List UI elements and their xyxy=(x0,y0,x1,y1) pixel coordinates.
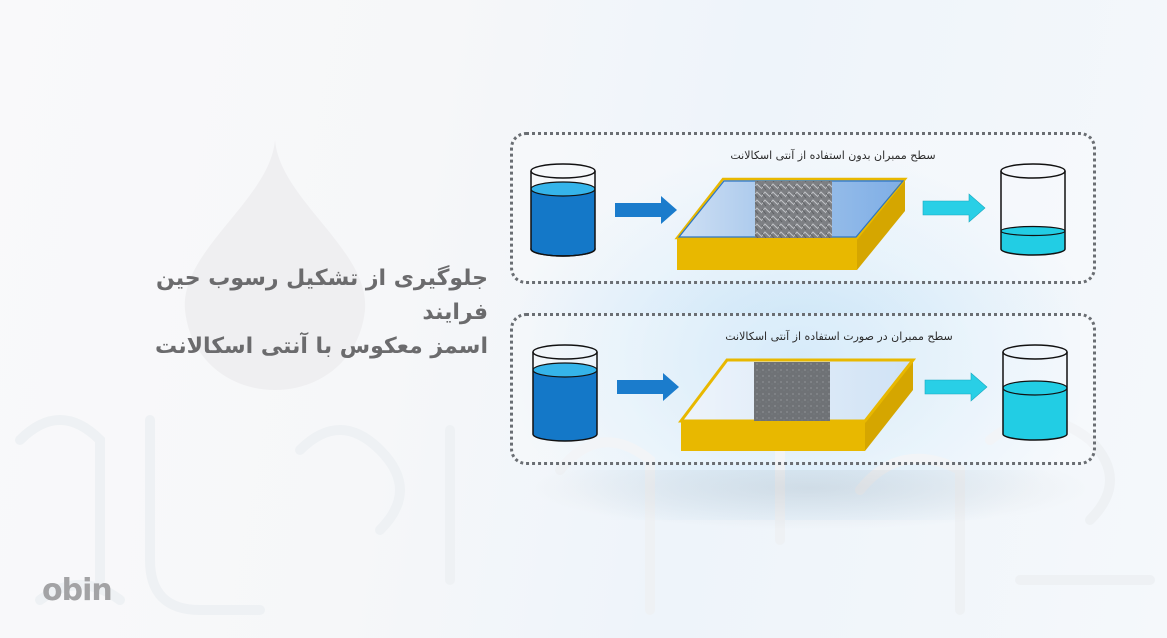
panel-caption: سطح ممبران بدون استفاده از آنتی اسکالانت xyxy=(730,149,936,162)
headline-line-1: جلوگیری از تشکیل رسوب حین فرایند xyxy=(156,266,488,325)
membrane-clean-icon xyxy=(677,358,917,451)
membrane-fouled-icon xyxy=(674,177,908,270)
arrow-right-icon xyxy=(924,372,988,402)
arrow-right-icon xyxy=(617,373,679,401)
brand-logo: obin xyxy=(42,573,113,608)
output-tank-medium-icon xyxy=(1002,344,1068,441)
input-tank-icon xyxy=(532,344,598,442)
output-tank-low-icon xyxy=(1000,163,1066,256)
arrow-right-icon xyxy=(615,196,677,224)
panel-caption: سطح ممبران در صورت استفاده از آنتی اسکال… xyxy=(725,330,953,343)
panel-without-antiscalant: سطح ممبران بدون استفاده از آنتی اسکالانت xyxy=(510,132,1096,284)
headline-line-2: اسمز معکوس با آنتی اسکالانت xyxy=(155,334,488,359)
headline: جلوگیری از تشکیل رسوب حین فرایند اسمز مع… xyxy=(110,262,488,364)
arrow-right-icon xyxy=(922,193,986,223)
panel-with-antiscalant: سطح ممبران در صورت استفاده از آنتی اسکال… xyxy=(510,313,1096,465)
input-tank-icon xyxy=(530,163,596,257)
panel-shadow xyxy=(530,470,1090,530)
